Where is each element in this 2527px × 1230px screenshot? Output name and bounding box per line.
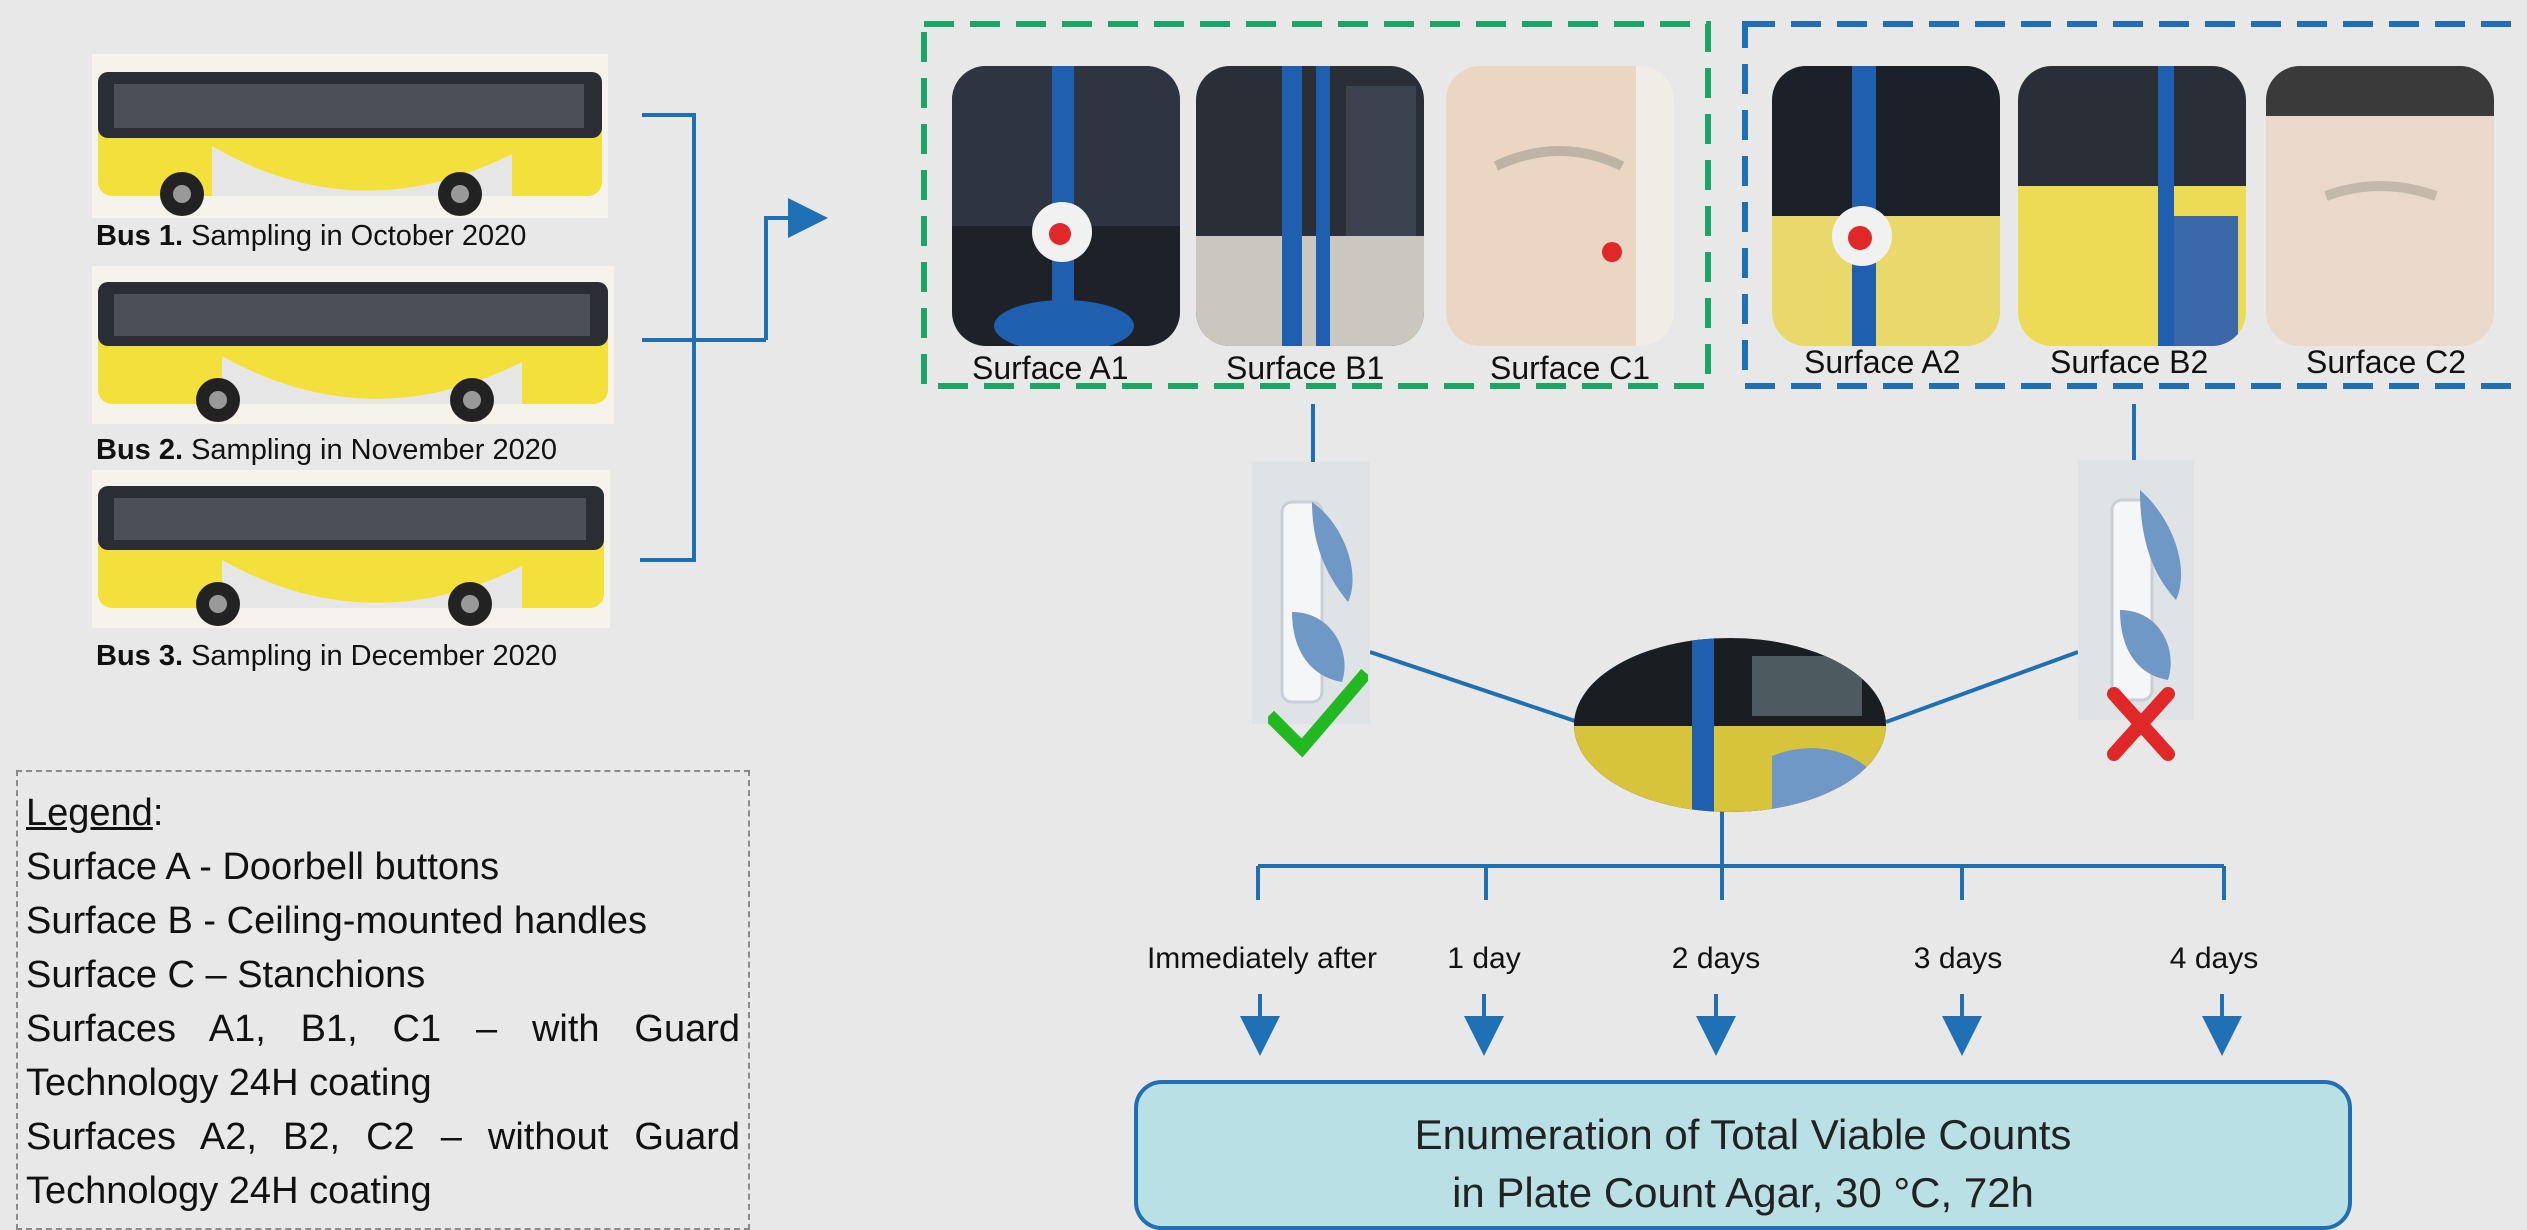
cross-icon (2107, 687, 2175, 761)
legend-line: Surface B - Ceiling-mounted handles (26, 900, 648, 942)
surface-a2-photo (1772, 66, 2000, 346)
legend-line: Surface A - Doorbell buttons (26, 846, 500, 888)
time-label-immediately: Immediately after (1146, 942, 1378, 975)
surface-b1-photo (1196, 66, 1424, 346)
bus-1-photo (92, 54, 608, 218)
check-icon (1268, 668, 1368, 758)
surface-c2-photo (2266, 66, 2494, 346)
result-line-2: in Plate Count Agar, 30 °C, 72h (1452, 1169, 2034, 1216)
bus-3-caption: Bus 3. Sampling in December 2020 (96, 640, 558, 672)
time-label-4-days: 4 days (2169, 942, 2259, 975)
result-line-1: Enumeration of Total Viable Counts (1414, 1111, 2072, 1158)
surface-a2-label: Surface A2 (1804, 344, 1961, 380)
legend-line: Surface C – Stanchions (26, 954, 426, 996)
legend-title: Legend (26, 792, 153, 834)
result-box: Enumeration of Total Viable Counts in Pl… (1134, 1080, 2352, 1230)
surface-c1-photo (1446, 66, 1674, 346)
time-label-1-day: 1 day (1447, 942, 1521, 975)
surface-b2-label: Surface B2 (2050, 344, 2209, 380)
sampling-photo (1574, 638, 1886, 812)
legend-line: Technology 24H coating (26, 1170, 432, 1212)
legend-line: Surfaces A1, B1, C1 – with Guard (26, 1008, 740, 1050)
with-coating-frame (921, 21, 1711, 389)
legend-line: Surfaces A2, B2, C2 – without Guard (26, 1116, 740, 1158)
legend-colon: : (152, 792, 164, 834)
surface-c1-label: Surface C1 (1490, 350, 1651, 386)
surface-b2-photo (2018, 66, 2246, 346)
swab-photo-without-coating (2078, 460, 2194, 720)
time-label-3-days: 3 days (1913, 942, 2003, 975)
swab-photo-with-coating (1252, 462, 1370, 724)
bus-3-photo (92, 470, 610, 628)
time-label-2-days: 2 days (1671, 942, 1761, 975)
surface-a1-photo (952, 66, 1180, 346)
bus-2-photo (92, 266, 614, 424)
surface-a1-label: Surface A1 (972, 350, 1129, 386)
legend-heading: Legend: (26, 786, 740, 840)
bus-2-caption: Bus 2. Sampling in November 2020 (96, 434, 558, 466)
legend-line: Technology 24H coating (26, 1062, 432, 1104)
surface-b1-label: Surface B1 (1226, 350, 1385, 386)
without-coating-frame (1742, 21, 2527, 389)
bus-bracket (640, 113, 828, 562)
legend-box: Legend: Surface A - Doorbell buttons Sur… (16, 770, 750, 1230)
surface-c2-label: Surface C2 (2306, 344, 2467, 380)
bus-1-caption: Bus 1. Sampling in October 2020 (96, 220, 527, 252)
